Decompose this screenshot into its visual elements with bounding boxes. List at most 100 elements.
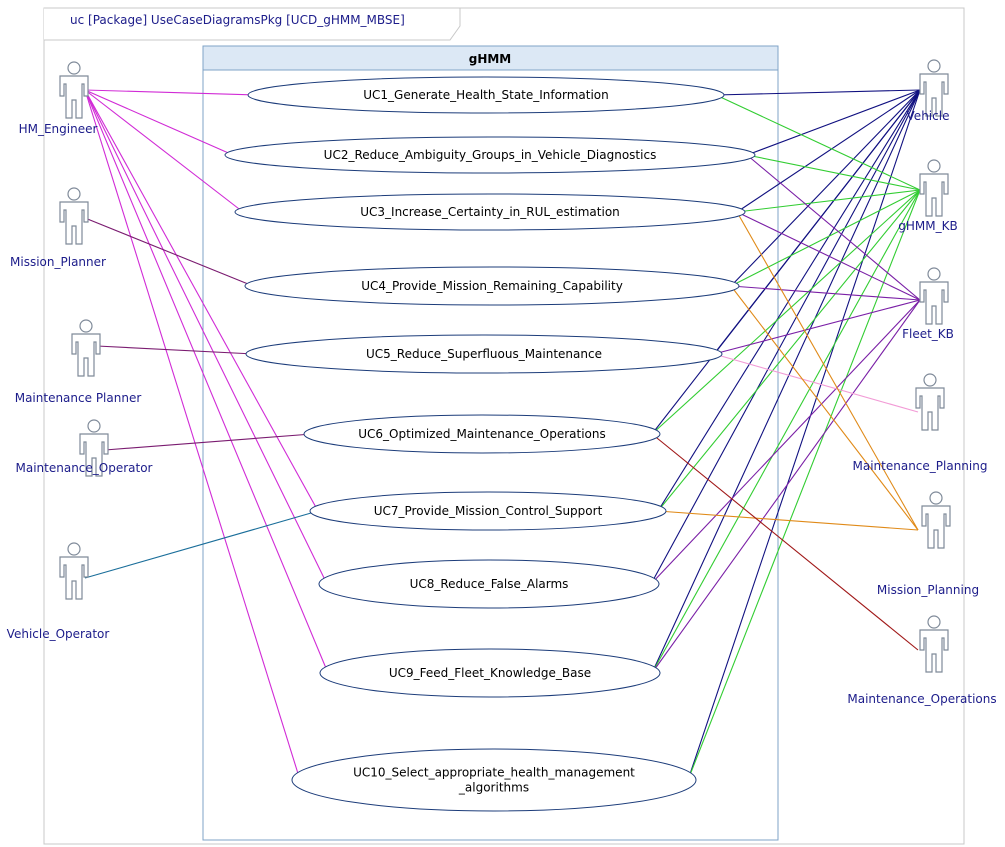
association-maintenance_operator-uc6[interactable] [104, 433, 313, 451]
association-hm_engineer-uc10[interactable] [84, 89, 301, 781]
use-case-label: UC4_Provide_Mission_Remaining_Capability [361, 279, 623, 293]
association-maintenance_planner-uc5[interactable] [96, 345, 255, 355]
actor-label: Maintenance_Operator [16, 461, 153, 475]
association-vehicle-uc6[interactable] [651, 89, 921, 435]
association-ghmm_kb-uc2[interactable] [746, 154, 921, 191]
actor-label: Maintenance_Operations [847, 692, 996, 706]
association-vehicle-uc4[interactable] [730, 89, 921, 287]
association-ghmm_kb-uc4[interactable] [730, 189, 921, 287]
actor-ghmm_kb[interactable]: gHMM_KB [898, 159, 958, 233]
actor-fleet_kb[interactable]: Fleet_KB [902, 267, 954, 341]
use-case-label: UC7_Provide_Mission_Control_Support [374, 504, 603, 518]
use-case-ellipse [244, 266, 740, 306]
use-case-label: UC3_Increase_Certainty_in_RUL_estimation [360, 205, 620, 219]
actor-label: Fleet_KB [902, 327, 954, 341]
association-vehicle-uc3[interactable] [736, 89, 921, 213]
actor-icon [919, 615, 949, 673]
association-fleet_kb-uc4[interactable] [730, 285, 921, 301]
use-case-uc9[interactable]: UC9_Feed_Fleet_Knowledge_Base [319, 648, 661, 698]
association-mission_planning-uc4[interactable] [730, 285, 919, 531]
association-ghmm_kb-uc6[interactable] [651, 189, 921, 435]
use-case-label: UC2_Reduce_Ambiguity_Groups_in_Vehicle_D… [324, 148, 657, 162]
use-case-uc8[interactable]: UC8_Reduce_False_Alarms [318, 559, 660, 609]
association-vehicle-uc10[interactable] [687, 89, 921, 781]
use-case-uc5[interactable]: UC5_Reduce_Superfluous_Maintenance [245, 334, 723, 374]
association-mission_planning-uc7[interactable] [657, 510, 919, 531]
use-case-uc7[interactable]: UC7_Provide_Mission_Control_Support [309, 491, 667, 531]
association-ghmm_kb-uc7[interactable] [657, 189, 921, 512]
actor-icon [79, 419, 109, 477]
use-case-ellipse [234, 193, 746, 231]
association-fleet_kb-uc8[interactable] [650, 299, 921, 585]
actor-maintenance_planner[interactable]: Maintenance Planner [15, 319, 142, 405]
actor-icon [59, 61, 89, 119]
actor-icon [59, 542, 89, 600]
frame-label-tab [44, 7, 461, 41]
actor-icon [919, 267, 949, 325]
association-fleet_kb-uc9[interactable] [651, 299, 921, 674]
use-case-uc2[interactable]: UC2_Reduce_Ambiguity_Groups_in_Vehicle_D… [224, 136, 756, 174]
use-case-uc4[interactable]: UC4_Provide_Mission_Remaining_Capability [244, 266, 740, 306]
association-hm_engineer-uc7[interactable] [84, 89, 319, 512]
actor-mission_planning[interactable]: Mission_Planning [877, 491, 979, 597]
association-ghmm_kb-uc1[interactable] [715, 94, 921, 191]
actor-icon [915, 373, 945, 431]
use-case-ellipse [224, 136, 756, 174]
use-case-uc6[interactable]: UC6_Optimized_Maintenance_Operations [303, 414, 661, 454]
actor-icon [921, 491, 951, 549]
use-case-ellipse [247, 76, 725, 114]
actor-label: gHMM_KB [898, 219, 957, 233]
association-mission_planner-uc4[interactable] [84, 217, 254, 287]
association-ghmm_kb-uc9[interactable] [651, 189, 921, 674]
actor-maintenance_planning[interactable]: Maintenance_Planning [853, 373, 988, 473]
actor-icon [919, 59, 949, 117]
use-case-ellipse [318, 559, 660, 609]
association-vehicle-uc1[interactable] [715, 89, 921, 96]
actor-vehicle_operator[interactable]: Vehicle_Operator [7, 542, 110, 641]
association-fleet_kb-uc5[interactable] [713, 299, 921, 355]
system-header [202, 45, 779, 71]
actor-label: Mission_Planner [10, 255, 106, 269]
use-case-label: _algorithms [458, 781, 529, 795]
association-fleet_kb-uc3[interactable] [736, 211, 921, 301]
association-hm_engineer-uc1[interactable] [84, 89, 257, 96]
actor-label: Maintenance Planner [15, 391, 142, 405]
association-vehicle-uc7[interactable] [657, 89, 921, 512]
use-case-label: UC10_Select_appropriate_health_managemen… [353, 766, 635, 780]
frame-label: uc [Package] UseCaseDiagramsPkg [UCD_gHM… [70, 13, 405, 27]
association-hm_engineer-uc3[interactable] [84, 89, 244, 213]
association-ghmm_kb-uc10[interactable] [687, 189, 921, 781]
actor-icon [919, 159, 949, 217]
actor-label: Mission_Planning [877, 583, 979, 597]
association-vehicle-uc8[interactable] [650, 89, 921, 585]
association-vehicle-uc9[interactable] [651, 89, 921, 674]
association-maintenance_planning-uc5[interactable] [713, 353, 919, 413]
association-hm_engineer-uc9[interactable] [84, 89, 329, 674]
actor-vehicle[interactable]: Vehicle [907, 59, 950, 123]
association-lines [84, 89, 921, 781]
use-case-ellipse [309, 491, 667, 531]
association-fleet_kb-uc2[interactable] [746, 154, 921, 301]
association-hm_engineer-uc8[interactable] [84, 89, 328, 585]
actor-mission_planner[interactable]: Mission_Planner [10, 187, 106, 269]
actor-maintenance_operations[interactable]: Maintenance_Operations [847, 615, 997, 706]
association-vehicle-uc2[interactable] [746, 89, 921, 156]
association-ghmm_kb-uc3[interactable] [736, 189, 921, 213]
association-mission_planning-uc3[interactable] [736, 211, 919, 531]
use-case-label: UC5_Reduce_Superfluous_Maintenance [366, 347, 602, 361]
actor-maintenance_operator[interactable]: Maintenance_Operator [16, 419, 153, 477]
association-vehicle_operator-uc7[interactable] [84, 510, 319, 579]
use-case-uc1[interactable]: UC1_Generate_Health_State_Information [247, 76, 725, 114]
association-maintenance_operations-uc6[interactable] [651, 433, 919, 651]
use-case-uc10[interactable]: UC10_Select_appropriate_health_managemen… [291, 748, 697, 812]
use-case-ellipse [291, 748, 697, 812]
actor-hm_engineer[interactable]: HM_Engineer [19, 61, 98, 136]
use-case-label: UC8_Reduce_False_Alarms [410, 577, 569, 591]
use-case-uc3[interactable]: UC3_Increase_Certainty_in_RUL_estimation [234, 193, 746, 231]
association-hm_engineer-uc2[interactable] [84, 89, 234, 156]
use-case-label: UC9_Feed_Fleet_Knowledge_Base [389, 666, 591, 680]
use-cases: UC1_Generate_Health_State_InformationUC2… [224, 76, 756, 812]
actor-label: HM_Engineer [19, 122, 98, 136]
use-case-ellipse [245, 334, 723, 374]
